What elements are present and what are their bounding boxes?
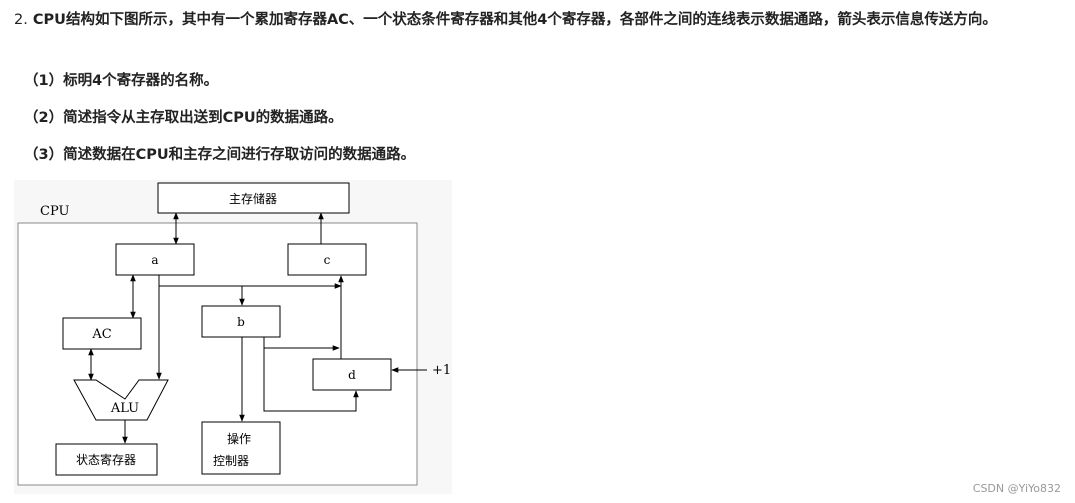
- subquestion-3: （3）简述数据在CPU和主存之间进行存取访问的数据通路。: [24, 147, 416, 163]
- cpu-label: CPU: [40, 204, 69, 219]
- b-d-path-lower: [263, 348, 359, 412]
- register-d-label: d: [348, 368, 356, 382]
- register-d-box: [312, 358, 392, 391]
- question-text: CPU结构如下图所示，其中有一个累加寄存器AC、一个状态条件寄存器和其他4个寄存…: [32, 12, 997, 28]
- register-b-label: b: [237, 315, 245, 329]
- question-number: 2.: [14, 12, 28, 28]
- status-register-box: [55, 443, 158, 476]
- cpu-diagram-svg: CPU 主存储器 a c AC b d ALU 状态寄存器 操作 控制器 +1: [17, 182, 451, 486]
- subquestion-2: （2）简述指令从主存取出送到CPU的数据通路。: [24, 110, 343, 126]
- register-c-label: c: [324, 253, 331, 267]
- alu-label: ALU: [110, 401, 139, 416]
- plus-one-label: +1: [432, 363, 451, 378]
- ac-label: AC: [91, 327, 111, 342]
- main-memory-box: [157, 182, 350, 214]
- status-register-label: 状态寄存器: [76, 452, 136, 467]
- register-c-box: [287, 243, 367, 276]
- subquestion-1: （1）标明4个寄存器的名称。: [24, 73, 219, 89]
- operation-controller-line2: 控制器: [213, 454, 249, 468]
- question-stem: 2. CPU结构如下图所示，其中有一个累加寄存器AC、一个状态条件寄存器和其他4…: [14, 9, 1072, 31]
- register-b-box: [201, 305, 281, 338]
- watermark: CSDN @YiYo832: [972, 482, 1061, 495]
- operation-controller-line1: 操作: [227, 431, 251, 446]
- operation-controller-box: [201, 421, 281, 475]
- main-memory-label: 主存储器: [229, 191, 277, 206]
- ac-box: [62, 317, 142, 350]
- register-a-box: [115, 243, 195, 276]
- alu-shape: [73, 379, 169, 421]
- cpu-diagram: CPU 主存储器 a c AC b d ALU 状态寄存器 操作 控制器 +1: [14, 180, 452, 494]
- register-a-label: a: [151, 253, 158, 267]
